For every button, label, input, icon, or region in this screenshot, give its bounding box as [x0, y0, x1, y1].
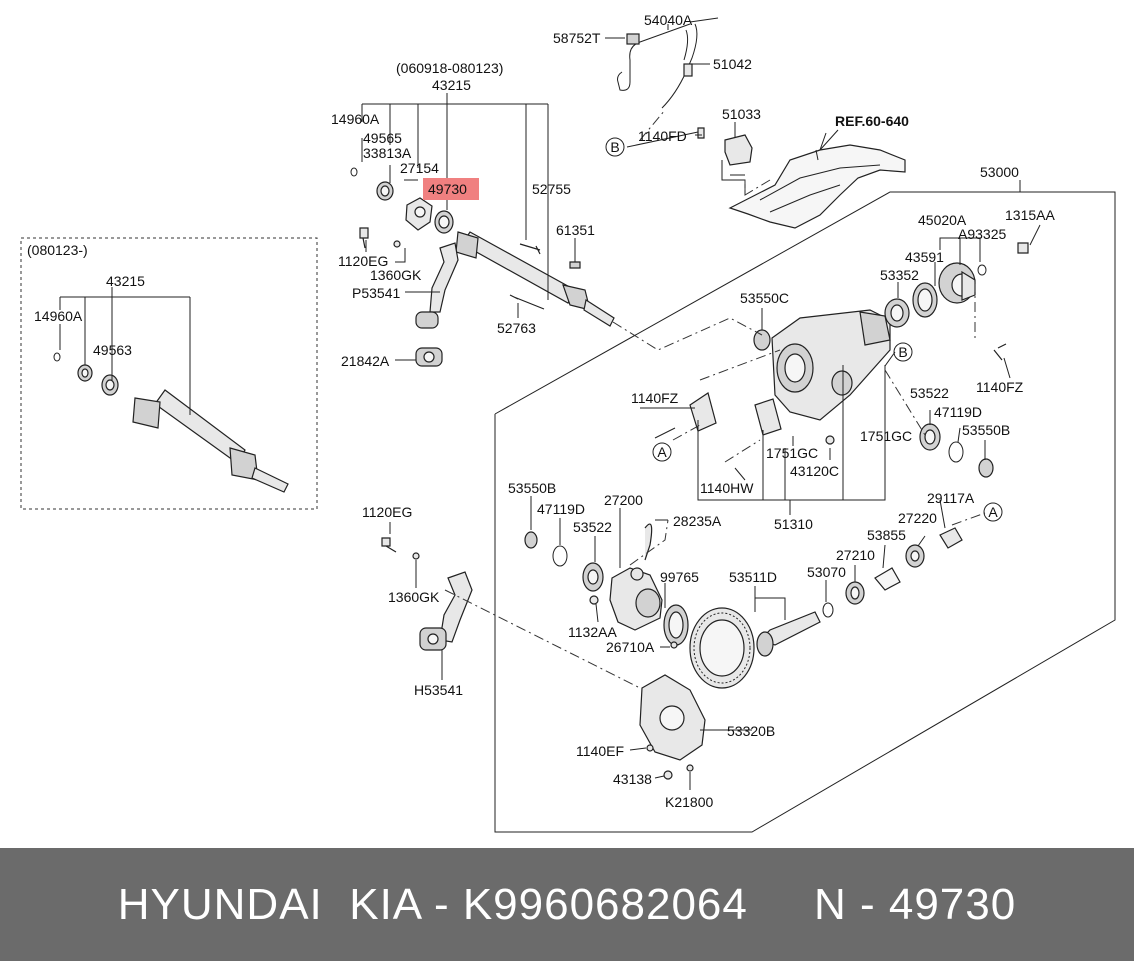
label-43591: 43591 [905, 249, 944, 265]
label-1140FZ-left: 1140FZ [631, 390, 679, 406]
differential-carrier [689, 309, 891, 445]
label-51033: 51033 [722, 106, 761, 122]
highlight-49730 [423, 178, 479, 200]
carrier-rear-cover [639, 674, 706, 780]
callout-a-right: A [988, 504, 998, 520]
label-53352: 53352 [880, 267, 919, 283]
label-1132AA: 1132AA [568, 624, 617, 640]
label-1140FZ-right: 1140FZ [976, 379, 1024, 395]
label-51310: 51310 [774, 516, 813, 532]
label-ref-60-640: REF.60-640 [835, 113, 909, 129]
exploded-parts-diagram: B B A A 58752T 54040A 51042 51033 1140FD… [20, 12, 1116, 833]
label-1360GK-upper: 1360GK [370, 267, 422, 283]
label-43138: 43138 [613, 771, 652, 787]
label-53320B: 53320B [727, 723, 775, 739]
label-61351: 61351 [556, 222, 595, 238]
propeller-shaft-alternate [53, 352, 289, 493]
assembly-centerlines [444, 109, 986, 689]
label-53522-left: 53522 [573, 519, 612, 535]
label-27210: 27210 [836, 547, 875, 563]
ref-circle-callouts: B B A A [605, 137, 1003, 522]
label-58752T: 58752T [553, 30, 601, 46]
axle-assembly-frame [494, 191, 1116, 833]
label-27200: 27200 [604, 492, 643, 508]
label-1140HW: 1140HW [700, 480, 754, 496]
label-53070: 53070 [807, 564, 846, 580]
part-labels: 58752T 54040A 51042 51033 1140FD REF.60-… [27, 12, 1055, 810]
label-28235A: 28235A [673, 513, 722, 529]
label-27220: 27220 [898, 510, 937, 526]
label-21842A: 21842A [341, 353, 390, 369]
label-1751GC-right: 1751GC [860, 428, 912, 444]
label-52755: 52755 [532, 181, 571, 197]
label-53855: 53855 [867, 527, 906, 543]
label-1120EG-upper: 1120EG [338, 253, 388, 269]
label-1120EG-lower: 1120EG [362, 504, 412, 520]
label-H53541: H53541 [414, 682, 463, 698]
footer-part-text: HYUNDAI KIA - K9960682064 N - 49730 [117, 879, 1017, 929]
label-45020A: 45020A [918, 212, 967, 228]
label-49730: 49730 [428, 181, 467, 197]
label-53000: 53000 [980, 164, 1019, 180]
label-1315AA: 1315AA [1005, 207, 1055, 223]
label-A93325: A93325 [958, 226, 1006, 242]
label-14960A-alt: 14960A [34, 308, 83, 324]
label-K21800: K21800 [665, 794, 713, 810]
label-29117A: 29117A [927, 490, 975, 506]
label-14960A-upper: 14960A [331, 111, 380, 127]
label-1360GK-lower: 1360GK [388, 589, 440, 605]
label-date-range: (060918-080123) [396, 60, 503, 76]
label-47119D-right: 47119D [934, 404, 982, 420]
label-43215-alt: 43215 [106, 273, 145, 289]
label-33813A: 33813A [363, 145, 412, 161]
label-99765: 99765 [660, 569, 699, 585]
label-52763: 52763 [497, 320, 536, 336]
part-number-footer: HYUNDAI KIA - K9960682064 N - 49730 [0, 848, 1134, 961]
label-53522-right: 53522 [910, 385, 949, 401]
label-43215-upper: 43215 [432, 77, 471, 93]
label-53550C: 53550C [740, 290, 789, 306]
label-27154: 27154 [400, 160, 439, 176]
label-49563: 49563 [93, 342, 132, 358]
label-53550B-right: 53550B [962, 422, 1010, 438]
label-54040A: 54040A [644, 12, 693, 28]
callout-a-left: A [657, 444, 667, 460]
callout-b-upper: B [610, 139, 619, 155]
pinion-flange-group [753, 242, 1029, 478]
label-1140FD: 1140FD [638, 128, 687, 144]
diff-case-and-gears [589, 527, 963, 689]
lower-hanger-bracket [381, 537, 473, 651]
callout-b-carrier: B [898, 344, 907, 360]
side-bearing-group [524, 523, 653, 592]
label-47119D-left: 47119D [537, 501, 585, 517]
label-26710A: 26710A [606, 639, 655, 655]
alt-assembly-frame [20, 237, 318, 510]
label-1140EF: 1140EF [576, 743, 624, 759]
label-53550B-left: 53550B [508, 480, 556, 496]
body-frame-reference [728, 132, 906, 229]
label-P53541: P53541 [352, 285, 400, 301]
label-51042: 51042 [713, 56, 752, 72]
label-1751GC-left: 1751GC [766, 445, 818, 461]
cable-54040A [617, 17, 753, 195]
label-43120C: 43120C [790, 463, 839, 479]
label-53511D: 53511D [729, 569, 777, 585]
propeller-shaft-upper [350, 167, 615, 367]
label-49565: 49565 [363, 130, 402, 146]
leader-lines [59, 24, 1041, 790]
label-date-alt: (080123-) [27, 242, 88, 258]
